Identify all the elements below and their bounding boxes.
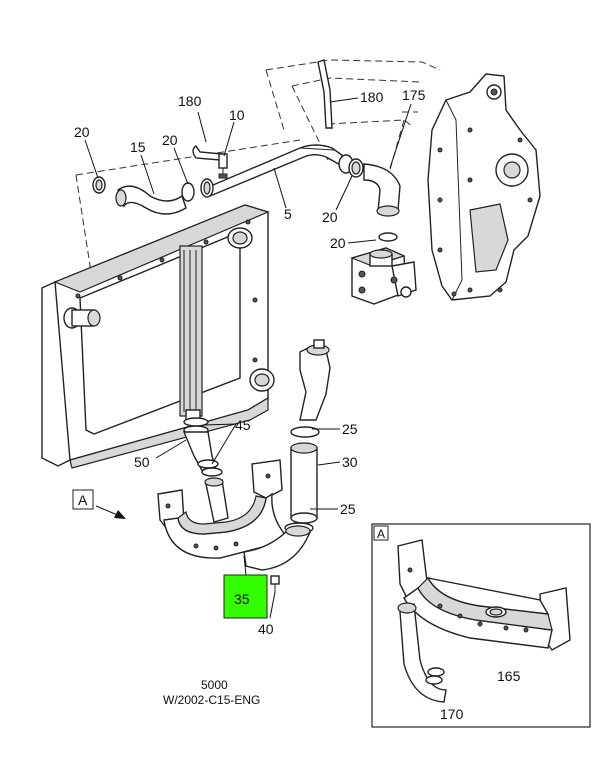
callout-45[interactable]: 45 [235,417,251,433]
hose-15 [117,185,187,215]
detail-marker-label: A [377,527,385,541]
detail-view-a [371,523,591,728]
callout-170[interactable]: 170 [440,706,464,722]
clamp-20-mid [181,182,195,202]
tube-30-group [284,339,331,534]
radiator-core [179,245,203,417]
callout-20-a[interactable]: 20 [74,124,90,140]
tube-30 [290,447,318,519]
callout-180-right[interactable]: 180 [360,89,384,105]
engine-front-cover [427,73,541,301]
radiator-assembly [41,204,275,469]
callout-25-top[interactable]: 25 [342,421,358,437]
callout-35-highlight[interactable] [223,574,268,619]
view-arrow [95,505,126,519]
callout-25-bottom[interactable]: 25 [340,501,356,517]
callout-35[interactable]: 35 [234,591,250,607]
callout-30[interactable]: 30 [342,454,358,470]
view-marker-label: A [78,492,88,508]
clamp-45-upper [197,459,219,469]
hose-175 [363,163,401,213]
hose-175-group [338,154,401,242]
drain-plug-40 [270,575,280,585]
callout-10[interactable]: 10 [229,107,245,123]
callout-20-d[interactable]: 20 [330,235,346,251]
callout-5[interactable]: 5 [284,206,292,222]
part-180-left [192,145,223,161]
callout-180-left[interactable]: 180 [178,93,202,109]
fitting-10 [218,153,228,169]
footer-reference: W/2002-C15-ENG [163,693,260,707]
clamp-20-lower-right [378,232,398,242]
callout-165[interactable]: 165 [497,668,521,684]
callout-15[interactable]: 15 [130,139,146,155]
callout-20-b[interactable]: 20 [162,132,178,148]
hose-170 [399,602,447,703]
upper-hose-group [92,145,228,215]
callout-20-c[interactable]: 20 [322,209,338,225]
clamp-165-lower [425,675,443,685]
callout-50[interactable]: 50 [134,454,150,470]
callout-40[interactable]: 40 [258,621,274,637]
view-marker-box [72,489,94,510]
callout-labels[interactable]: 180 10 180 175 20 15 20 5 20 20 45 25 50… [74,87,521,722]
bracket-180-right [317,59,333,129]
hose-50-group [182,417,223,477]
callout-175[interactable]: 175 [402,87,426,103]
crossmember-tube-35 [157,459,312,592]
clamp-165-upper [427,667,445,677]
detail-marker-box [373,525,389,541]
footer-group-number: 5000 [201,678,228,692]
clamp-45-lower [201,467,223,477]
upper-tube-5 [205,144,347,197]
thermostat-housing [350,247,417,305]
